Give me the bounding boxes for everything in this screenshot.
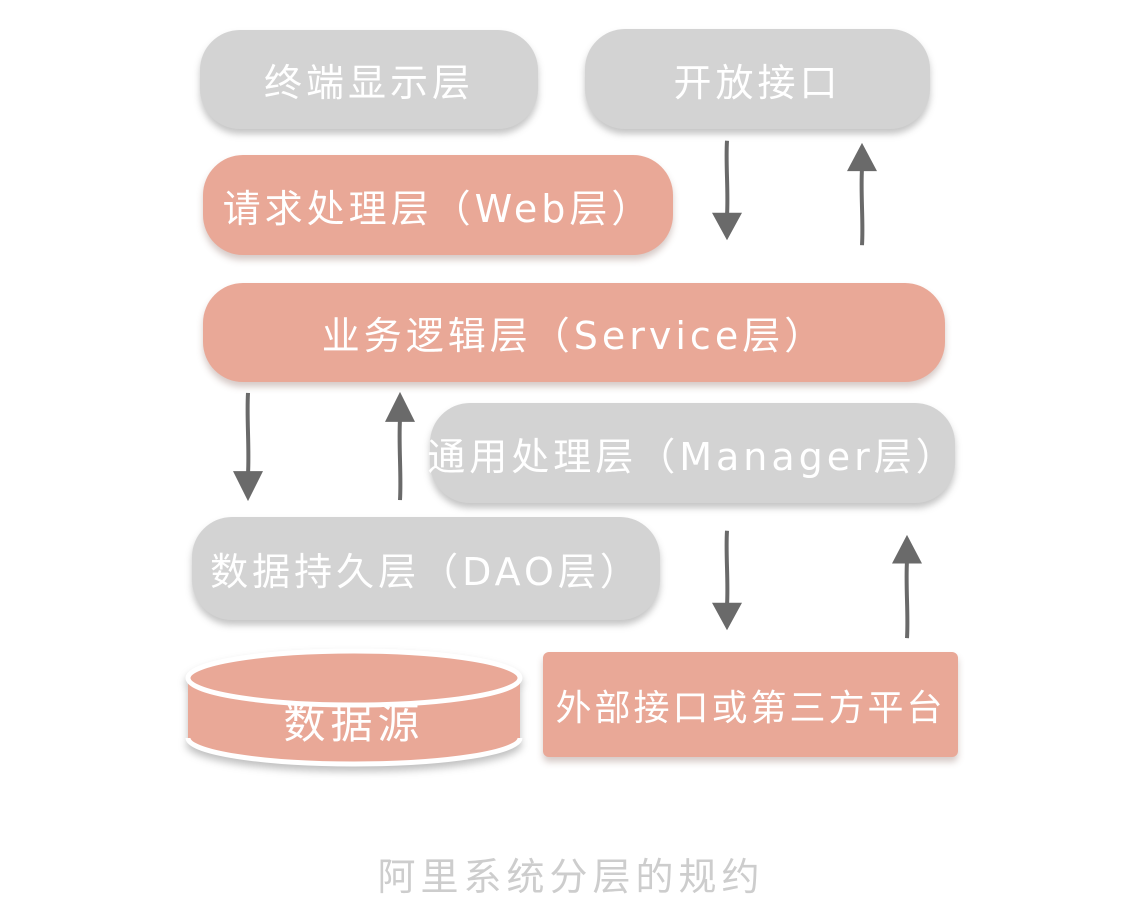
arrow-up-service-to-open-api-icon — [840, 141, 884, 247]
box-open-api-label: 开放接口 — [673, 60, 842, 105]
arrow-down-open-api-to-service-icon — [705, 139, 749, 242]
cylinder-datasource — [183, 648, 525, 770]
box-terminal-display-layer: 终端显示层 — [200, 30, 538, 129]
box-external-platform-label: 外部接口或第三方平台 — [555, 687, 946, 729]
box-manager-layer: 通用处理层（Manager层） — [427, 403, 958, 503]
arrow-up-dao-to-service-icon — [378, 390, 422, 502]
box-terminal-display-layer-label: 终端显示层 — [263, 61, 474, 105]
arrow-up-external-to-manager-icon — [885, 533, 929, 640]
diagram-caption: 阿里系统分层的规约 — [377, 855, 765, 899]
box-service-layer: 业务逻辑层（Service层） — [203, 283, 945, 382]
box-service-layer-label: 业务逻辑层（Service层） — [321, 314, 827, 358]
box-dao-layer: 数据持久层（DAO层） — [192, 517, 660, 620]
box-dao-layer-label: 数据持久层（DAO层） — [210, 550, 642, 594]
box-web-layer: 请求处理层（Web层） — [203, 155, 673, 255]
box-manager-layer-label: 通用处理层（Manager层） — [427, 434, 958, 479]
arrow-down-service-to-dao-icon — [226, 391, 270, 503]
box-open-api: 开放接口 — [585, 29, 930, 129]
box-external-platform: 外部接口或第三方平台 — [543, 652, 958, 757]
arrow-down-manager-to-external-icon — [705, 529, 749, 632]
box-web-layer-label: 请求处理层（Web层） — [222, 186, 654, 231]
cylinder-datasource-label: 数据源 — [283, 699, 425, 748]
